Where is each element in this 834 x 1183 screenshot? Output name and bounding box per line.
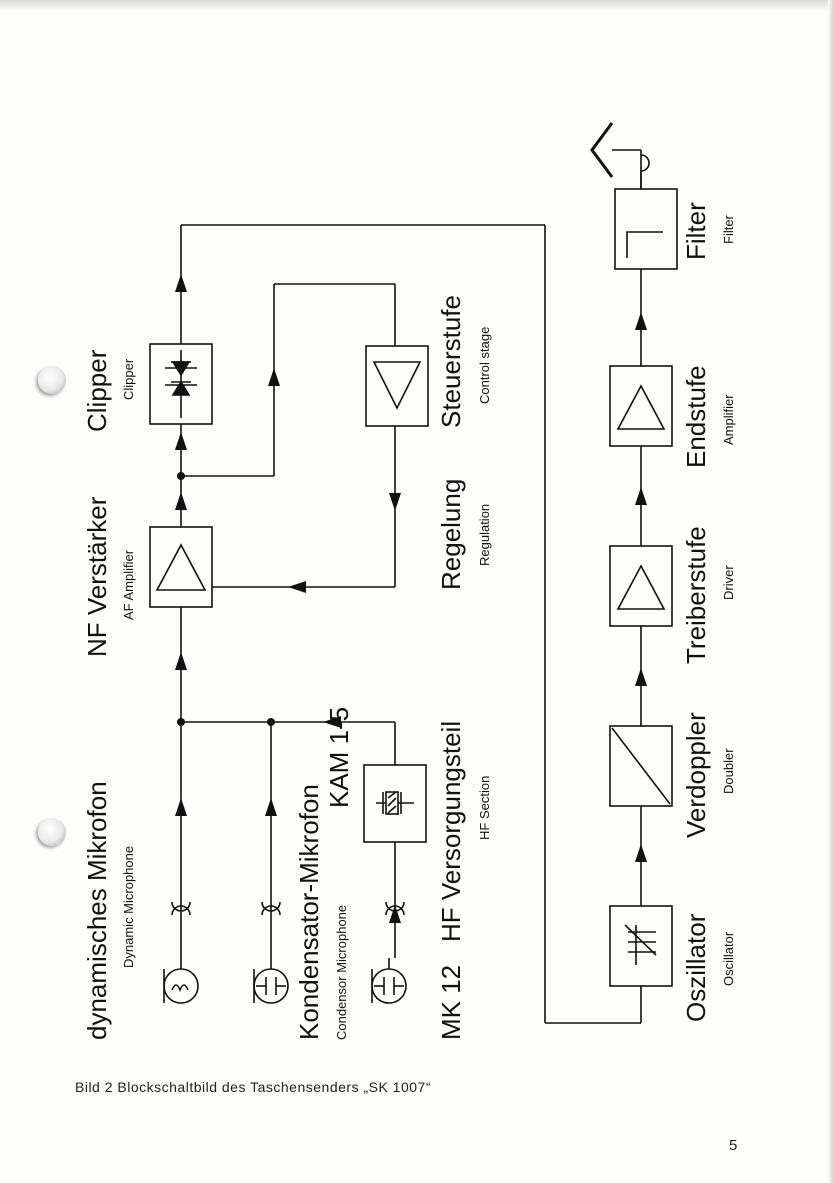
sublabel-regulation: Regulation [477, 504, 492, 566]
svg-text:Oszillator: Oszillator [681, 913, 711, 1022]
doubler-block [609, 725, 673, 807]
svg-text:Clipper: Clipper [121, 358, 136, 400]
dynamic-mic-icon [163, 905, 199, 1004]
hf-section-block [363, 764, 427, 843]
driver-block [609, 545, 673, 627]
svg-text:Treiberstufe: Treiberstufe [681, 526, 711, 664]
junction-dot [177, 718, 185, 726]
page-top-edge [0, 0, 834, 10]
sublabel-dynamic-mic: Dynamic Microphone [121, 846, 136, 968]
svg-text:Verdoppler: Verdoppler [681, 712, 711, 838]
svg-text:MK 12: MK 12 [436, 965, 466, 1040]
label-clipper: Clipper [82, 349, 112, 432]
sublabel-af-amplifier: AF Amplifier [121, 549, 136, 620]
svg-text:Filter: Filter [721, 214, 736, 244]
label-mk12: MK 12 [436, 965, 466, 1040]
label-dynamic-mic: dynamisches Mikrofon [82, 781, 112, 1040]
svg-text:Endstufe: Endstufe [681, 365, 711, 468]
label-doubler: Verdoppler [681, 712, 711, 838]
svg-text:Dynamic Microphone: Dynamic Microphone [121, 846, 136, 968]
sublabel-filter: Filter [721, 214, 736, 244]
sublabel-control-stage: Control stage [477, 327, 492, 404]
clipper-block [149, 343, 213, 425]
filter-block [614, 188, 678, 270]
junction-dot [177, 472, 185, 480]
svg-text:HF Section: HF Section [477, 776, 492, 840]
svg-text:Doubler: Doubler [721, 748, 736, 794]
label-amplifier: Endstufe [681, 365, 711, 468]
label-oscillator: Oszillator [681, 913, 711, 1022]
label-regulation: Regelung [436, 479, 466, 590]
svg-text:AF Amplifier: AF Amplifier [121, 549, 136, 620]
mk12-mic-icon [371, 905, 407, 1004]
control-stage-block [365, 345, 429, 427]
page-number: 5 [729, 1137, 738, 1154]
sublabel-doubler: Doubler [721, 748, 736, 794]
svg-text:Clipper: Clipper [82, 349, 112, 432]
svg-text:NF Verstärker: NF Verstärker [82, 496, 112, 657]
sublabel-oscillator: Oscillator [721, 931, 736, 986]
junction-dot [267, 718, 275, 726]
svg-text:Steuerstufe: Steuerstufe [436, 295, 466, 428]
connector-icon [385, 901, 405, 912]
page-right-edge [828, 0, 834, 1183]
label-control-stage: Steuerstufe [436, 295, 466, 428]
svg-text:KAM 1-5: KAM 1-5 [324, 707, 354, 808]
amplifier-block [609, 365, 673, 447]
oscillator-block [609, 905, 673, 987]
svg-text:Amplifier: Amplifier [721, 394, 736, 445]
sublabel-condenser-mic: Condensor Microphone [334, 905, 349, 1040]
af-amplifier-block [149, 526, 213, 608]
sublabel-driver: Driver [721, 565, 736, 600]
label-kam: KAM 1-5 [324, 707, 354, 808]
arrowheads [175, 274, 647, 923]
svg-text:Condensor Microphone: Condensor Microphone [334, 905, 349, 1040]
svg-text:Regulation: Regulation [477, 504, 492, 566]
svg-text:HF Versorgungsteil: HF Versorgungsteil [436, 721, 466, 942]
svg-text:Driver: Driver [721, 565, 736, 600]
sublabel-hf-section: HF Section [477, 776, 492, 840]
svg-text:Control stage: Control stage [477, 327, 492, 404]
sublabel-clipper: Clipper [121, 358, 136, 400]
label-condenser-mic: Kondensator-Mikrofon [294, 784, 324, 1040]
figure-caption: Bild 2 Blockschaltbild des Taschensender… [75, 1079, 431, 1095]
svg-text:Kondensator-Mikrofon: Kondensator-Mikrofon [294, 784, 324, 1040]
condenser-mic-icon [253, 905, 289, 1004]
svg-text:Filter: Filter [681, 202, 711, 260]
punch-hole-bottom [38, 818, 66, 846]
antenna-icon [590, 122, 650, 189]
svg-text:Oscillator: Oscillator [721, 931, 736, 986]
connector-icon [171, 901, 191, 912]
label-af-amplifier: NF Verstärker [82, 496, 112, 657]
label-hf-section: HF Versorgungsteil [436, 721, 466, 942]
label-driver: Treiberstufe [681, 526, 711, 664]
sublabel-amplifier: Amplifier [721, 394, 736, 445]
punch-hole-top [38, 366, 66, 394]
label-filter: Filter [681, 202, 711, 260]
svg-text:dynamisches Mikrofon: dynamisches Mikrofon [82, 781, 112, 1040]
connector-icon [261, 901, 281, 912]
svg-text:Regelung: Regelung [436, 479, 466, 590]
